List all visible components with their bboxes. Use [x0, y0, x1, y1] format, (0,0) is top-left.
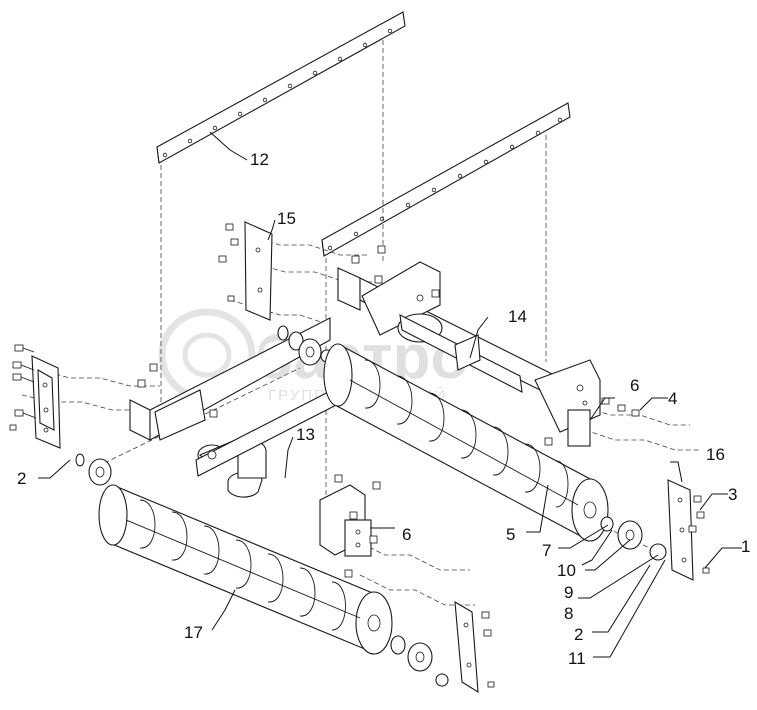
callout-4: 4: [668, 389, 677, 408]
roller-front: [98, 484, 393, 655]
roller-rear: [323, 343, 609, 542]
callout-15: 15: [277, 209, 296, 228]
callout-12: 12: [250, 150, 269, 169]
callout-6-right: 6: [630, 376, 639, 395]
callout-5: 5: [506, 525, 515, 544]
callout-8: 8: [564, 604, 573, 623]
callout-17: 17: [184, 623, 203, 642]
callout-1: 1: [741, 537, 750, 556]
callout-11: 11: [568, 649, 586, 668]
bearing-stack-left: [75, 453, 449, 687]
callout-13: 13: [296, 425, 315, 444]
bolts-rear-frame: [351, 245, 640, 446]
bearing-stack-rear-left: [277, 325, 334, 366]
bolts-left-plate: [9, 344, 37, 431]
frame-assembly-rear: [337, 261, 601, 447]
end-plate-front-right: [454, 600, 495, 694]
callout-3: 3: [728, 485, 737, 504]
callout-2-left: 2: [17, 469, 26, 488]
callout-7: 7: [542, 541, 551, 560]
callout-14: 14: [508, 307, 527, 326]
callout-6-left: 6: [402, 525, 411, 544]
mounting-strip-right: [321, 102, 571, 257]
end-plate-rear-left: [218, 221, 273, 321]
callout-10: 10: [557, 561, 576, 580]
callout-16: 16: [706, 445, 725, 464]
callout-9: 9: [564, 583, 573, 602]
end-plate-right: [667, 479, 710, 581]
mounting-strip-left: [156, 11, 406, 164]
frame-assembly-front: [129, 317, 372, 557]
bearing-stack-rear-right: [600, 516, 667, 561]
bolts-left-frame: [137, 363, 381, 578]
alignment-lines: [21, 40, 700, 606]
callout-leaders: [38, 131, 742, 658]
callout-labels: 1 2 2 3 4 5 6 6 7 10 9 8 11 12 13 14 15 …: [17, 150, 750, 668]
callout-2-right: 2: [574, 625, 583, 644]
end-plate-left: [31, 355, 61, 449]
